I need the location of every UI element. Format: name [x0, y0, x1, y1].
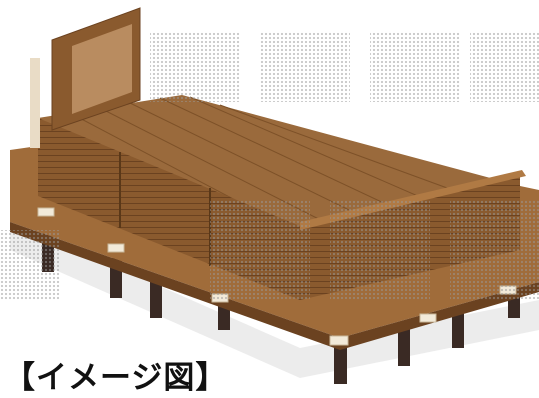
deck-skirt-edge	[10, 222, 539, 350]
watermark	[0, 32, 539, 300]
image-caption: 【イメージ図】	[4, 360, 228, 396]
back-fence-inner	[72, 24, 132, 114]
corner-post	[30, 58, 40, 148]
